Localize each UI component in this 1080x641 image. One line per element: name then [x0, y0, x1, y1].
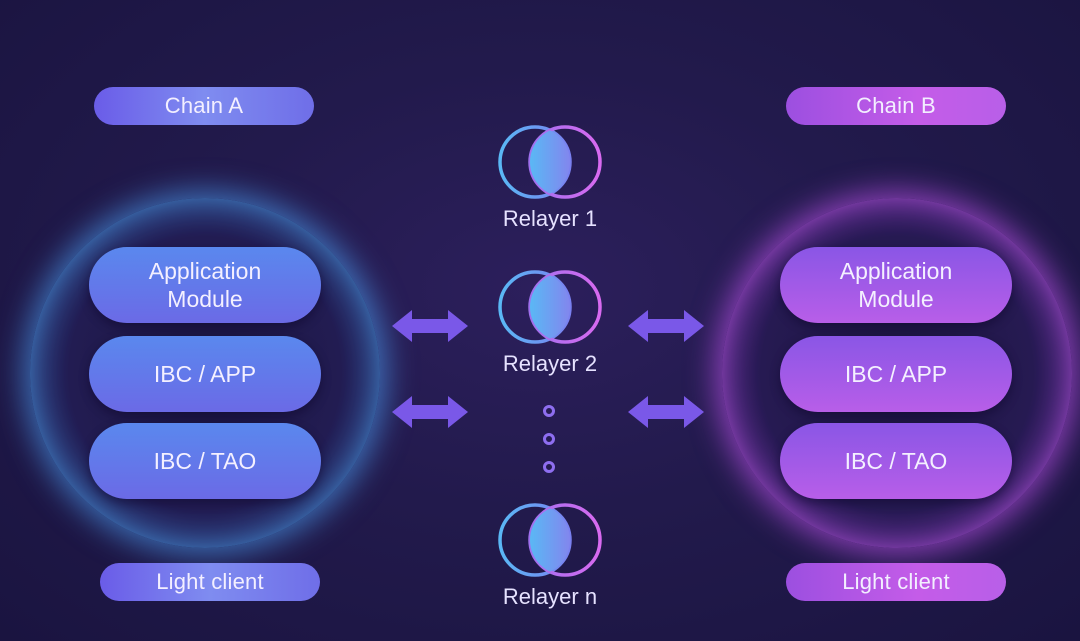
module-label: IBC / TAO: [153, 448, 257, 474]
chain-b-ibc-tao: IBC / TAO: [780, 423, 1012, 499]
right-top-double-arrow-icon: [628, 310, 704, 342]
module-label: IBC / APP: [153, 361, 257, 387]
chain-b-light-client: Light client: [786, 563, 1006, 601]
relayer-1-icon: [498, 125, 602, 199]
relayer-n-label: Relayer n: [502, 584, 598, 609]
relayer-1-label: Relayer 1: [502, 206, 598, 231]
relayer-n-icon: [498, 503, 602, 577]
ellipsis-dot: [543, 405, 555, 417]
module-label: IBC / TAO: [844, 448, 948, 474]
chain-b-label: Chain B: [786, 87, 1006, 125]
module-label: Application Module: [839, 258, 953, 312]
chain-a-label: Chain A: [94, 87, 314, 125]
left-top-double-arrow-icon: [392, 310, 468, 342]
ellipsis-dot: [543, 433, 555, 445]
module-label: IBC / APP: [844, 361, 948, 387]
chain-a-light-client: Light client: [100, 563, 320, 601]
chain-b-ibc-app: IBC / APP: [780, 336, 1012, 412]
chain-a-ibc-app: IBC / APP: [89, 336, 321, 412]
left-bottom-double-arrow-icon: [392, 396, 468, 428]
relayer-2-label: Relayer 2: [502, 351, 598, 376]
chain-a-ibc-tao: IBC / TAO: [89, 423, 321, 499]
relayer-2-icon: [498, 270, 602, 344]
ellipsis-dot: [543, 461, 555, 473]
chain-a-application-module: Application Module: [89, 247, 321, 323]
right-bottom-double-arrow-icon: [628, 396, 704, 428]
chain-b-application-module: Application Module: [780, 247, 1012, 323]
module-label: Application Module: [148, 258, 262, 312]
